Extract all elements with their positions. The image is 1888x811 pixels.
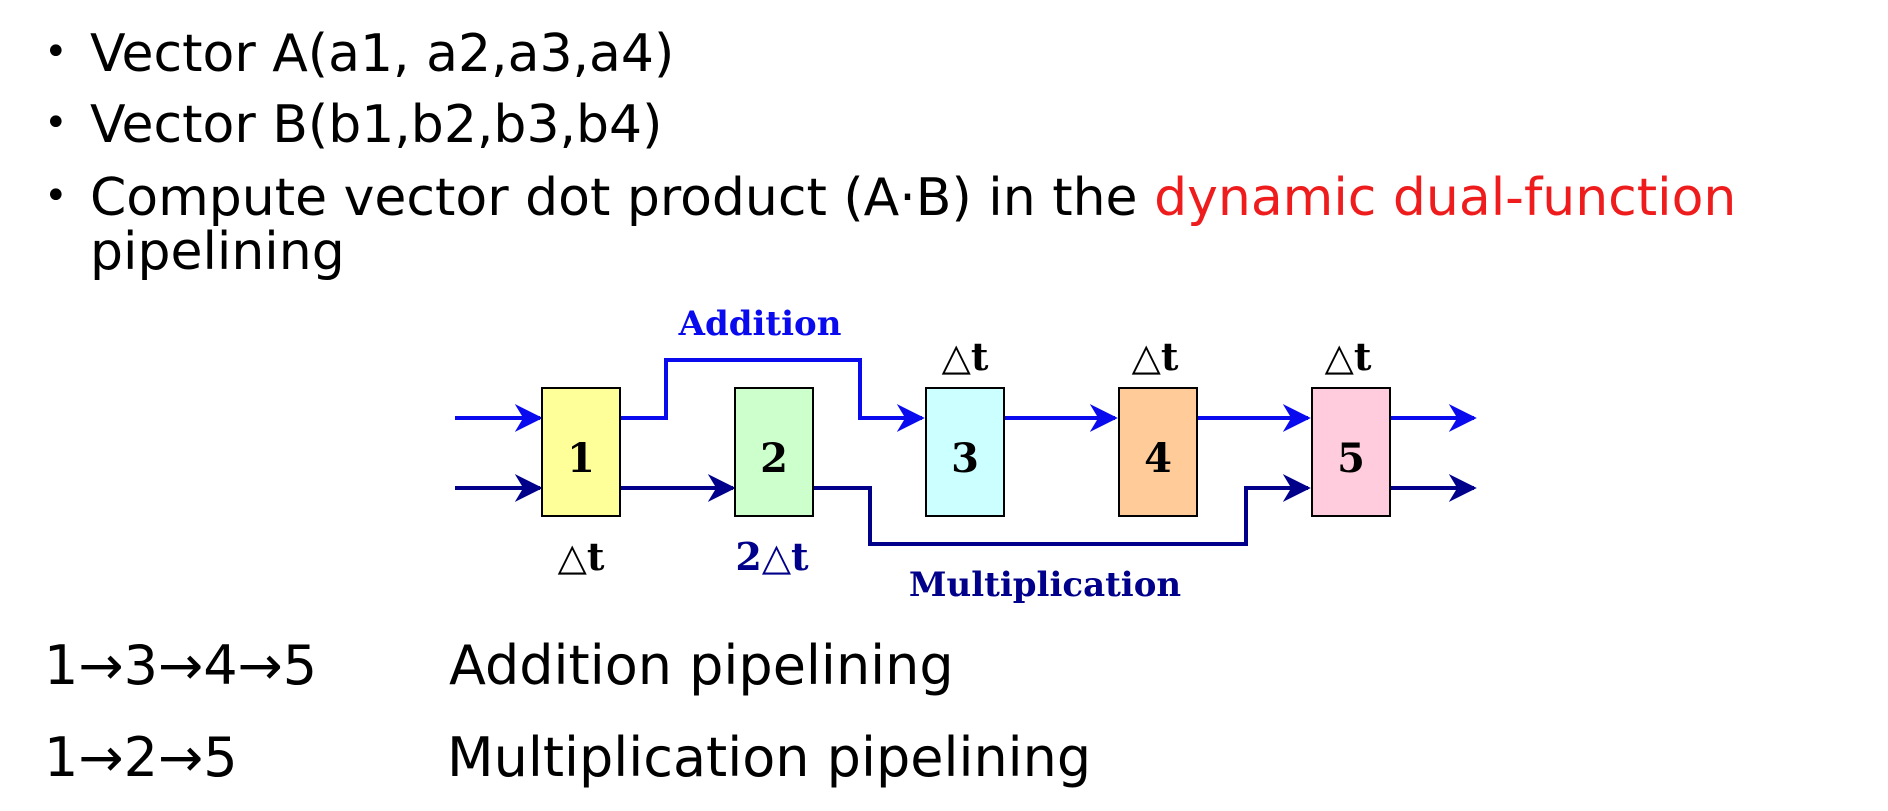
stage-3: 3 xyxy=(925,387,1005,517)
pipeline-addition: 1→3→4→5 Addition pipelining xyxy=(44,634,1144,698)
multiplication-path xyxy=(455,474,1477,546)
bullet-dot-product: • Compute vector dot product (A·B) in the… xyxy=(44,166,1736,228)
bullet-vector-a: • Vector A(a1, a2,a3,a4) xyxy=(44,22,674,84)
multiplication-label: Multiplication xyxy=(909,565,1181,605)
bullet-continuation: pipelining xyxy=(90,222,345,282)
stage-3-time: △t xyxy=(942,334,989,379)
stage-2-time: 2△t xyxy=(735,534,809,579)
stage-label: 4 xyxy=(1144,435,1172,482)
pipeline-sequence: 1→3→4→5 xyxy=(44,634,318,697)
bullet-text: Vector A(a1, a2,a3,a4) xyxy=(90,24,675,84)
stage-box xyxy=(541,387,621,517)
bullet-vector-b: • Vector B(b1,b2,b3,b4) xyxy=(44,93,662,155)
addition-path xyxy=(455,358,1477,432)
bullet-text: Vector B(b1,b2,b3,b4) xyxy=(90,95,663,155)
bullet-text: Compute vector dot product (A·B) in the xyxy=(90,168,1155,228)
stage-box xyxy=(734,387,814,517)
addition-bypass-line xyxy=(620,358,925,432)
stage-1-time: △t xyxy=(558,534,605,579)
stage-box xyxy=(925,387,1005,517)
stage-label: 5 xyxy=(1337,435,1365,482)
stage-label: 1 xyxy=(567,435,595,482)
stage-4-time: △t xyxy=(1132,334,1179,379)
bullet-marker: • xyxy=(44,29,68,75)
bullet-marker: • xyxy=(44,100,68,146)
stage-2: 2 xyxy=(734,387,814,517)
addition-label: Addition xyxy=(678,304,842,344)
stage-4: 4 xyxy=(1118,387,1198,517)
highlight-text: dynamic dual-function xyxy=(1154,168,1737,228)
pipeline-description: Addition pipelining xyxy=(449,634,954,697)
bullet-marker: • xyxy=(44,173,68,219)
multiplication-bypass-line xyxy=(813,474,1311,546)
stage-box xyxy=(1311,387,1391,517)
pipeline-description: Multiplication pipelining xyxy=(447,726,1092,789)
stage-box xyxy=(1118,387,1198,517)
stage-5-time: △t xyxy=(1325,334,1372,379)
stage-label: 2 xyxy=(760,435,788,482)
pipeline-multiplication: 1→2→5 Multiplication pipelining xyxy=(44,726,1144,790)
stage-5: 5 xyxy=(1311,387,1391,517)
stage-1: 1 xyxy=(541,387,621,517)
pipeline-sequence: 1→2→5 xyxy=(44,726,238,789)
stage-label: 3 xyxy=(951,435,979,482)
